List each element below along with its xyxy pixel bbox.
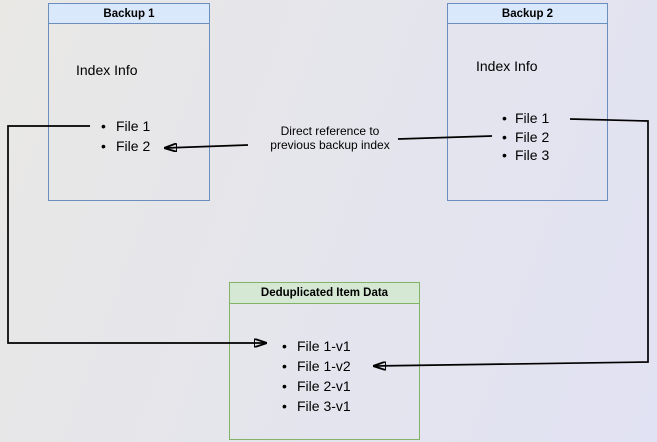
dedup-node: Deduplicated Item Data File 1-v1 File 1-… <box>229 282 420 440</box>
dedup-title: Deduplicated Item Data <box>230 283 419 304</box>
direct-reference-label: Direct reference to previous backup inde… <box>248 124 412 152</box>
backup1-file-2: File 2 <box>101 137 150 157</box>
backup1-index-info-label: Index Info <box>76 62 138 78</box>
backup1-node: Backup 1 Index Info File 1 File 2 <box>48 3 210 201</box>
backup2-index-info-label: Index Info <box>476 58 538 74</box>
direct-reference-label-line2: previous backup index <box>270 137 390 152</box>
backup2-node: Backup 2 Index Info File 1 File 2 File 3 <box>447 3 608 201</box>
dedup-file-3v1: File 3-v1 <box>282 396 351 416</box>
dedup-file-1v2: File 1-v2 <box>282 356 351 376</box>
backup2-title: Backup 2 <box>448 4 607 24</box>
backup1-title: Backup 1 <box>49 4 209 24</box>
backup1-file-list: File 1 File 2 <box>101 117 150 156</box>
backup1-file-1: File 1 <box>101 117 150 137</box>
backup2-file-2: File 2 <box>502 128 549 147</box>
backup2-file-list: File 1 File 2 File 3 <box>502 109 549 165</box>
backup2-file-3: File 3 <box>502 146 549 165</box>
backup2-file-1: File 1 <box>502 109 549 128</box>
dedup-file-list: File 1-v1 File 1-v2 File 2-v1 File 3-v1 <box>282 336 351 416</box>
dedup-file-2v1: File 2-v1 <box>282 376 351 396</box>
direct-reference-label-line1: Direct reference to <box>280 124 380 138</box>
dedup-file-1v1: File 1-v1 <box>282 336 351 356</box>
